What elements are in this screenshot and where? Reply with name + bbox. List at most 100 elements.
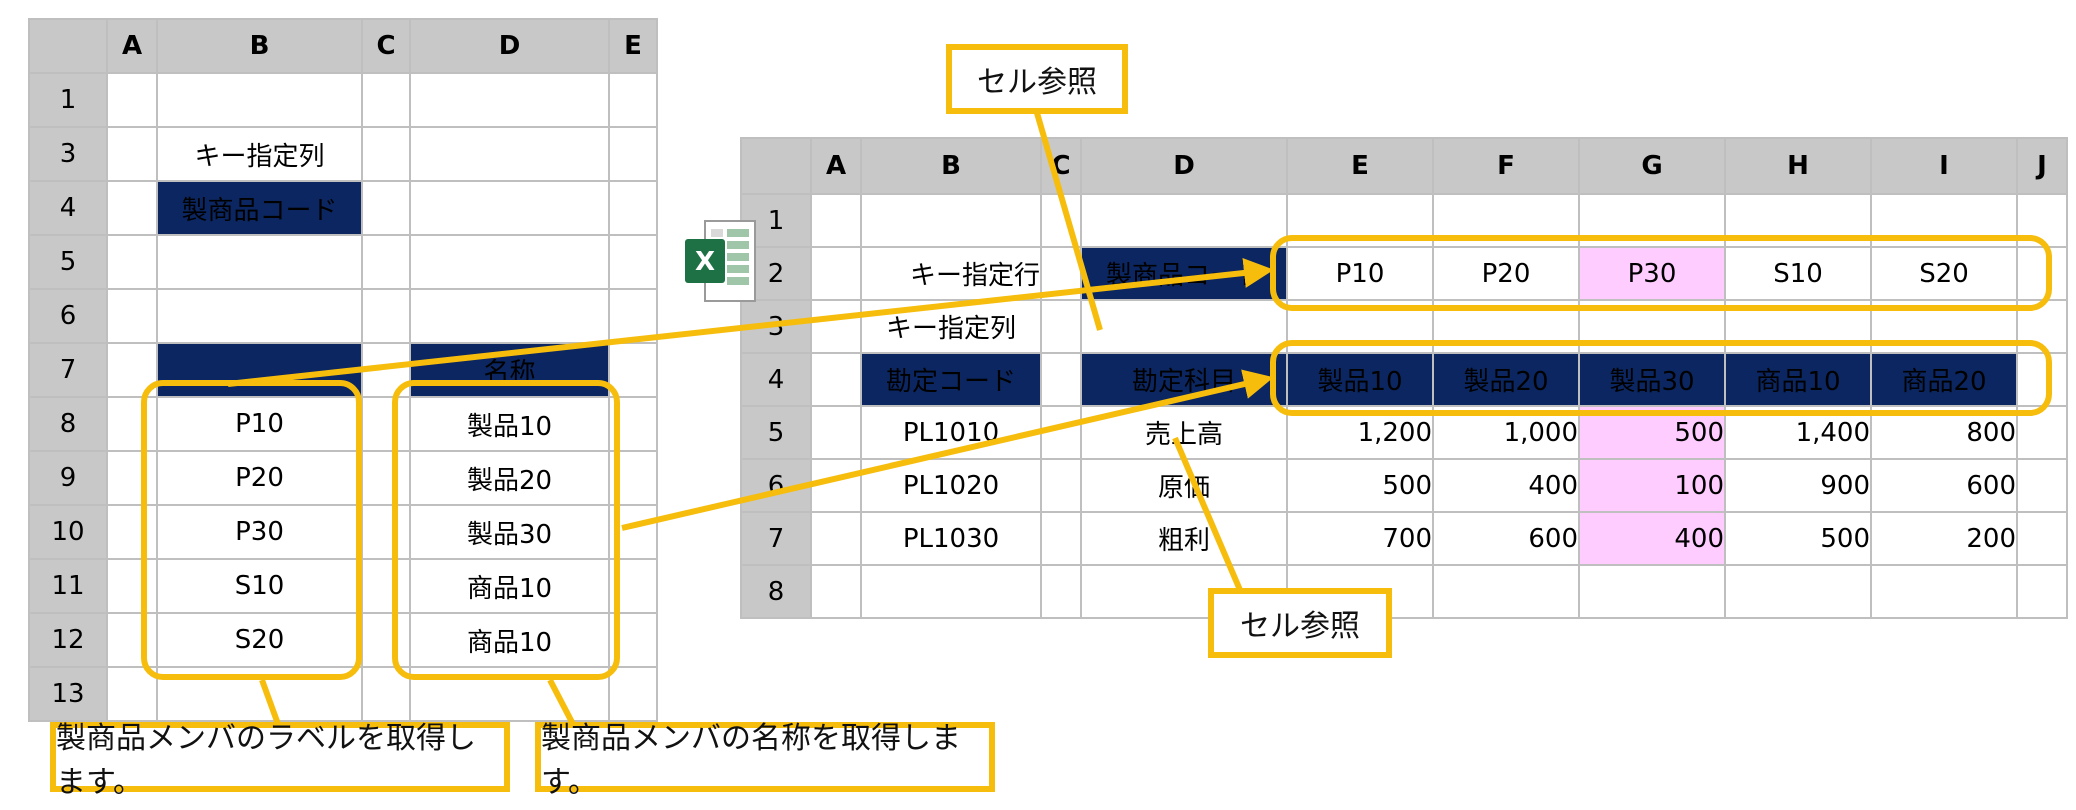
cell[interactable]: [810, 352, 862, 407]
cell[interactable]: [1040, 511, 1082, 566]
member-label-cell[interactable]: S10: [156, 558, 363, 614]
cell[interactable]: [361, 558, 411, 614]
row-header[interactable]: 13: [28, 666, 108, 722]
cell[interactable]: [361, 126, 411, 182]
member-label-cell[interactable]: P10: [156, 396, 363, 452]
account-code-header[interactable]: 勘定コード: [860, 352, 1042, 407]
cell[interactable]: [1080, 299, 1288, 354]
product-name-header[interactable]: 商品20: [1870, 352, 2018, 407]
value-cell[interactable]: 600: [1870, 458, 2018, 513]
cell[interactable]: [1870, 564, 2018, 619]
cell[interactable]: [608, 342, 658, 398]
value-cell-selected[interactable]: 400: [1578, 511, 1726, 566]
member-name-cell[interactable]: 商品10: [409, 612, 610, 668]
row-header[interactable]: 5: [740, 405, 812, 460]
label-header[interactable]: [156, 342, 363, 398]
row-header[interactable]: 4: [740, 352, 812, 407]
product-name-header[interactable]: 製品20: [1432, 352, 1580, 407]
cell[interactable]: [106, 126, 158, 182]
cell[interactable]: [361, 396, 411, 452]
product-code-cell[interactable]: S20: [1870, 246, 2018, 301]
cell[interactable]: [810, 193, 862, 248]
row-header[interactable]: 5: [28, 234, 108, 290]
key-column-label[interactable]: キー指定列: [156, 126, 363, 182]
cell[interactable]: [409, 180, 610, 236]
cell[interactable]: [106, 288, 158, 344]
col-header-e[interactable]: E: [1286, 137, 1434, 195]
cell[interactable]: [1578, 564, 1726, 619]
input-cell[interactable]: [409, 234, 610, 290]
col-header-h[interactable]: H: [1724, 137, 1872, 195]
value-cell[interactable]: 900: [1724, 458, 1872, 513]
cell[interactable]: [156, 288, 363, 344]
cell[interactable]: [409, 72, 610, 128]
cell[interactable]: [106, 72, 158, 128]
corner-cell[interactable]: [28, 18, 108, 74]
row-header[interactable]: 8: [740, 564, 812, 619]
cell[interactable]: [608, 72, 658, 128]
cell[interactable]: [106, 450, 158, 506]
row-header[interactable]: 8: [28, 396, 108, 452]
cell[interactable]: [361, 450, 411, 506]
product-name-header[interactable]: 商品10: [1724, 352, 1872, 407]
cell[interactable]: [156, 72, 363, 128]
row-header[interactable]: 12: [28, 612, 108, 668]
cell[interactable]: [860, 193, 1042, 248]
key-column-label[interactable]: キー指定列: [860, 299, 1042, 354]
member-name-cell[interactable]: 製品30: [409, 504, 610, 560]
row-header[interactable]: 10: [28, 504, 108, 560]
cell[interactable]: [2016, 564, 2068, 619]
cell[interactable]: [1040, 458, 1082, 513]
col-header-b[interactable]: B: [156, 18, 363, 74]
col-header-j[interactable]: J: [2016, 137, 2068, 195]
account-code-cell[interactable]: PL1030: [860, 511, 1042, 566]
col-header-b[interactable]: B: [860, 137, 1042, 195]
cell[interactable]: [1724, 564, 1872, 619]
col-header-f[interactable]: F: [1432, 137, 1580, 195]
row-header[interactable]: 7: [740, 511, 812, 566]
col-header-d[interactable]: D: [1080, 137, 1288, 195]
cell[interactable]: [1040, 299, 1082, 354]
member-name-cell[interactable]: 商品10: [409, 558, 610, 614]
cell[interactable]: [106, 612, 158, 668]
cell[interactable]: [1432, 564, 1580, 619]
row-header[interactable]: 7: [28, 342, 108, 398]
row-header[interactable]: 6: [740, 458, 812, 513]
cell[interactable]: [810, 246, 862, 301]
value-cell[interactable]: 700: [1286, 511, 1434, 566]
product-code-cell[interactable]: P20: [1432, 246, 1580, 301]
row-header[interactable]: 6: [28, 288, 108, 344]
cell[interactable]: [2016, 511, 2068, 566]
cell[interactable]: [409, 126, 610, 182]
cell[interactable]: [106, 504, 158, 560]
member-name-cell[interactable]: 製品10: [409, 396, 610, 452]
col-header-g[interactable]: G: [1578, 137, 1726, 195]
product-code-cell-selected[interactable]: P30: [1578, 246, 1726, 301]
cell[interactable]: [1080, 193, 1288, 248]
value-cell[interactable]: 200: [1870, 511, 2018, 566]
cell[interactable]: [608, 126, 658, 182]
cell[interactable]: [860, 564, 1042, 619]
cell[interactable]: [1040, 564, 1082, 619]
value-cell[interactable]: 500: [1724, 511, 1872, 566]
col-header-a[interactable]: A: [106, 18, 158, 74]
cell[interactable]: [810, 511, 862, 566]
col-header-i[interactable]: I: [1870, 137, 2018, 195]
cell[interactable]: [810, 299, 862, 354]
cell[interactable]: [106, 180, 158, 236]
col-header-c[interactable]: C: [361, 18, 411, 74]
corner-cell[interactable]: [740, 137, 812, 195]
product-code-cell[interactable]: S10: [1724, 246, 1872, 301]
cell[interactable]: [2016, 458, 2068, 513]
account-name-cell[interactable]: 原価: [1080, 458, 1288, 513]
value-cell[interactable]: 600: [1432, 511, 1580, 566]
col-header-e[interactable]: E: [608, 18, 658, 74]
member-name-cell[interactable]: 製品20: [409, 450, 610, 506]
value-cell[interactable]: 400: [1432, 458, 1580, 513]
key-row-label[interactable]: キー指定行: [860, 246, 1042, 301]
cell[interactable]: [1040, 352, 1082, 407]
account-name-cell[interactable]: 粗利: [1080, 511, 1288, 566]
row-header[interactable]: 9: [28, 450, 108, 506]
row-header[interactable]: 11: [28, 558, 108, 614]
cell[interactable]: [810, 405, 862, 460]
